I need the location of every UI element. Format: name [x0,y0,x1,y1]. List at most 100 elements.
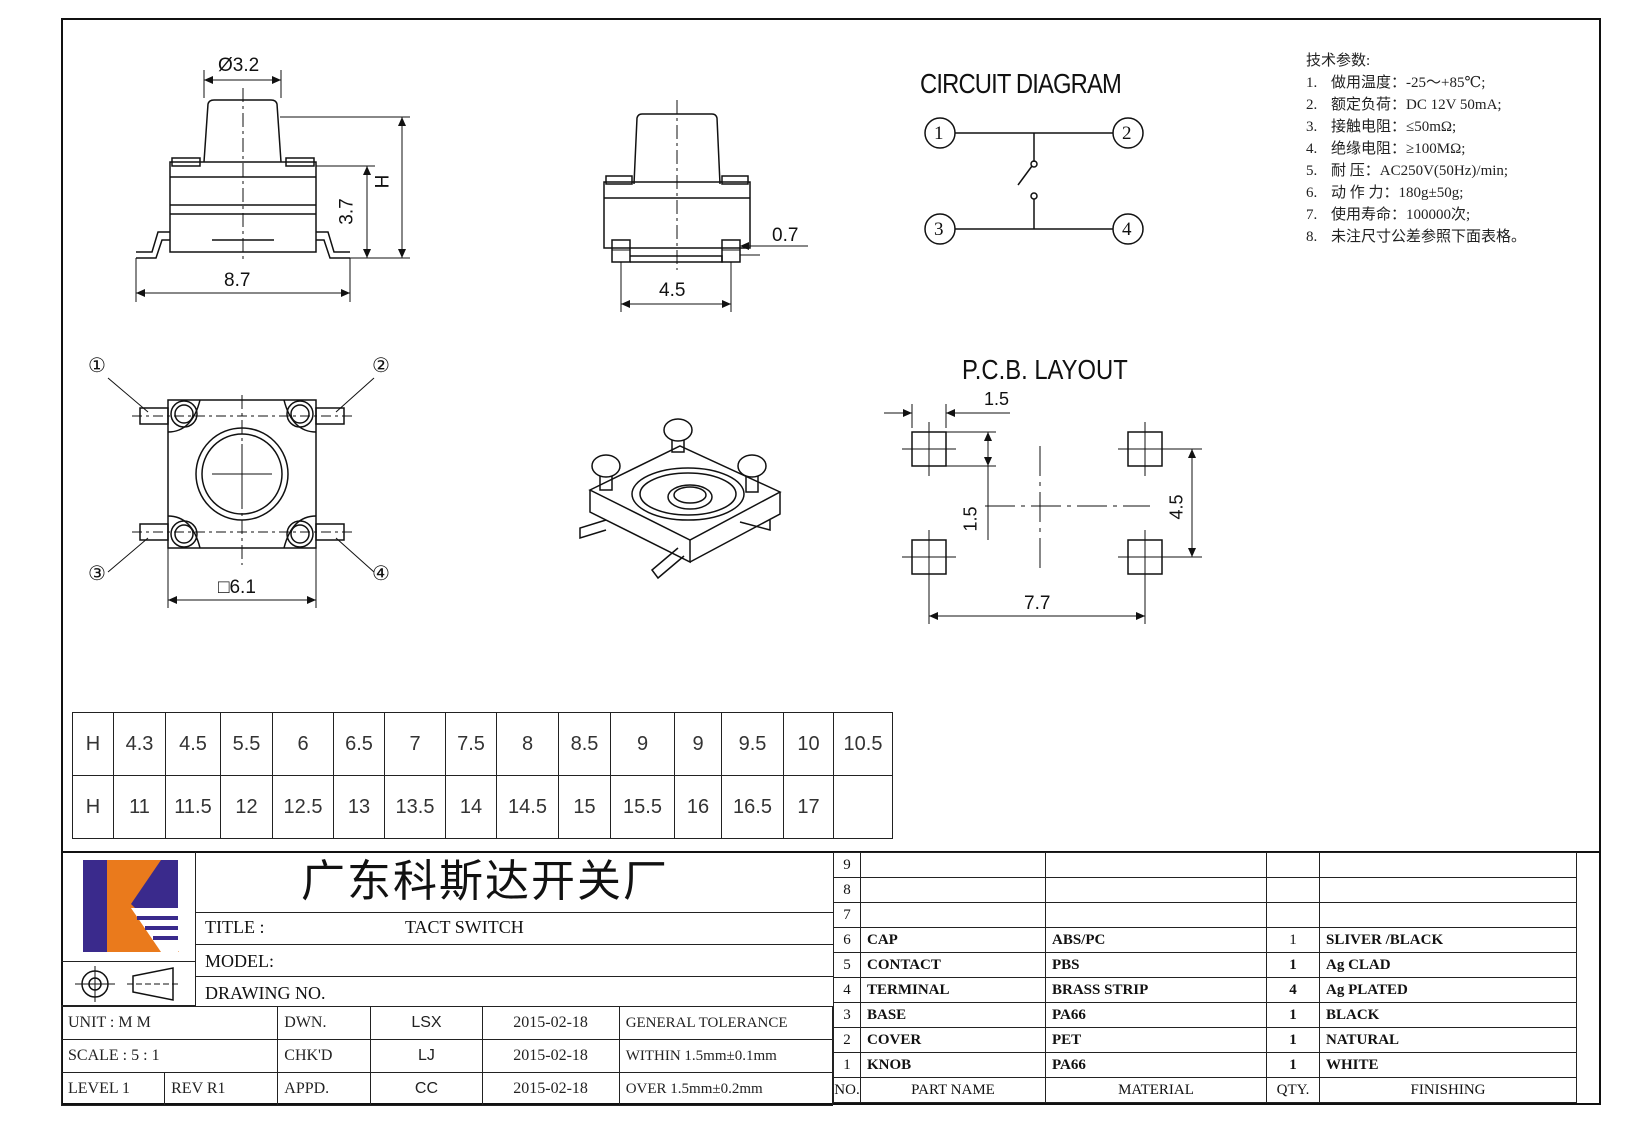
pcb-pad-width: 1.5 [984,389,1010,409]
spec-item: 8.未注尺寸公差参照下面表格。 [1306,229,1527,245]
chk-label: CHK'D [277,1039,372,1073]
side-view [603,100,808,312]
spec-item: 3.接触电阻：≤50mΩ; [1306,119,1457,135]
table-cell: 13.5 [384,775,446,839]
spec-item: 1.做用温度：-25～+85℃; [1306,75,1486,91]
unit-cell: UNIT : M M [60,1006,279,1040]
tolerance-within: WITHIN 1.5mm±0.1mm [618,1039,834,1073]
table-cell: 6 [272,712,334,776]
table-cell: 10.5 [833,712,893,776]
approval-table: UNIT : M M DWN. LSX 2015-02-18 GENERAL T… [60,1006,834,1106]
table-cell: 12.5 [272,775,334,839]
pcb-pitch-y: 4.5 [1166,494,1187,520]
table-cell: 13 [333,775,385,839]
pcb-title: P.C.B. LAYOUT [962,354,1128,385]
chk-name: LJ [370,1039,483,1073]
circuit-pin-2: 2 [1122,123,1132,144]
circuit-pin-4: 4 [1122,219,1132,240]
table-cell: 17 [783,775,834,839]
company-logo [61,852,196,962]
table-cell: 16 [674,775,722,839]
title-block: 广东科斯达开关厂 TITLE : TACT SWITCH MODEL: DRAW… [60,852,834,1106]
table-row: 5 CONTACT PBS 1 Ag CLAD [833,952,1577,978]
table-cell: 5.5 [220,712,273,776]
table-cell: 14 [445,775,497,839]
dim-cap-diameter: Ø3.2 [218,55,260,76]
table-cell: 9 [674,712,722,776]
isometric-view [579,418,782,580]
pcb-pad-gap: 1.5 [960,506,981,532]
title-label: TITLE : [205,917,265,937]
circuit-pin-1: 1 [934,123,944,144]
table-row: 1 KNOB PA66 1 WHITE [833,1052,1577,1078]
dim-body-height: 3.7 [336,198,358,225]
table-cell: 11 [113,775,166,839]
level-cell: LEVEL 1 [60,1072,166,1106]
title-value: TACT SWITCH [405,917,524,937]
table-row: 6 CAP ABS/PC 1 SLIVER /BLACK [833,927,1577,953]
table-cell: 7.5 [445,712,497,776]
spec-item: 2.额定负荷：DC 12V 50mA; [1306,97,1502,113]
table-cell: 9.5 [721,712,784,776]
table-cell: 15.5 [610,775,675,839]
pin-callout-3: ③ [88,563,106,585]
model-label: MODEL: [205,951,274,971]
table-cell: 9 [610,712,675,776]
tolerance-general: GENERAL TOLERANCE [618,1006,834,1040]
table-cell: 4.5 [165,712,221,776]
pcb-pitch-x: 7.7 [1024,593,1051,614]
height-table-row: H 11 11.5 12 12.5 13 13.5 14 14.5 15 15.… [72,775,893,839]
table-cell: H [72,712,114,776]
table-cell: 16.5 [721,775,784,839]
front-view [135,70,410,302]
spec-item: 7.使用寿命：100000次; [1306,207,1471,223]
scale-cell: SCALE : 5 : 1 [60,1039,279,1073]
dim-side-width: 4.5 [659,280,686,301]
table-cell: 6.5 [333,712,385,776]
circuit-title: CIRCUIT DIAGRAM [920,68,1122,99]
circuit-pin-3: 3 [934,219,944,240]
tolerance-over: OVER 1.5mm±0.2mm [618,1072,834,1106]
table-cell: 15 [558,775,611,839]
chk-date: 2015-02-18 [481,1039,620,1073]
table-cell [833,775,893,839]
projection-symbol [61,962,196,1006]
parts-header-row: NO. PART NAME MATERIAL QTY. FINISHING [833,1077,1577,1103]
table-row: 9 [833,852,1577,878]
dwn-name: LSX [370,1006,483,1040]
company-name: 广东科斯达开关厂 [301,857,669,906]
dim-terminal-thickness: 0.7 [772,225,799,246]
bottom-view [107,377,375,608]
rev-cell: REV R1 [164,1072,279,1106]
table-cell: H [72,775,114,839]
table-cell: 7 [384,712,446,776]
appd-label: APPD. [277,1072,372,1106]
dwn-date: 2015-02-18 [481,1006,620,1040]
table-row: 3 BASE PA66 1 BLACK [833,1002,1577,1028]
specs-heading: 技术参数: [1306,53,1371,69]
pcb-layout [884,404,1202,624]
pin-callout-2: ② [372,355,390,377]
pin-callout-1: ① [88,355,106,377]
table-cell: 4.3 [113,712,166,776]
table-cell: 12 [220,775,273,839]
appd-date: 2015-02-18 [481,1072,620,1106]
table-row: 2 COVER PET 1 NATURAL [833,1027,1577,1053]
spec-item: 5.耐 压：AC250V(50Hz)/min; [1306,163,1509,179]
spec-item: 4.绝缘电阻：≥100MΩ; [1306,141,1466,157]
table-row: 8 [833,877,1577,903]
technical-specs: 技术参数: 1.做用温度：-25～+85℃; 2.额定负荷：DC 12V 50m… [1306,50,1526,248]
pin-callout-4: ④ [372,563,390,585]
table-cell: 11.5 [165,775,221,839]
dim-square: □6.1 [218,577,256,598]
table-cell: 8 [496,712,559,776]
circuit-diagram [924,117,1144,245]
dim-width: 8.7 [224,270,251,291]
table-row: 7 [833,902,1577,928]
table-cell: 8.5 [558,712,611,776]
drawing-no-label: DRAWING NO. [205,983,326,1003]
table-row: 4 TERMINAL BRASS STRIP 4 Ag PLATED [833,977,1577,1003]
table-cell: 14.5 [496,775,559,839]
table-cell: 10 [783,712,834,776]
spec-item: 6.动 作 力：180g±50g; [1306,185,1464,201]
